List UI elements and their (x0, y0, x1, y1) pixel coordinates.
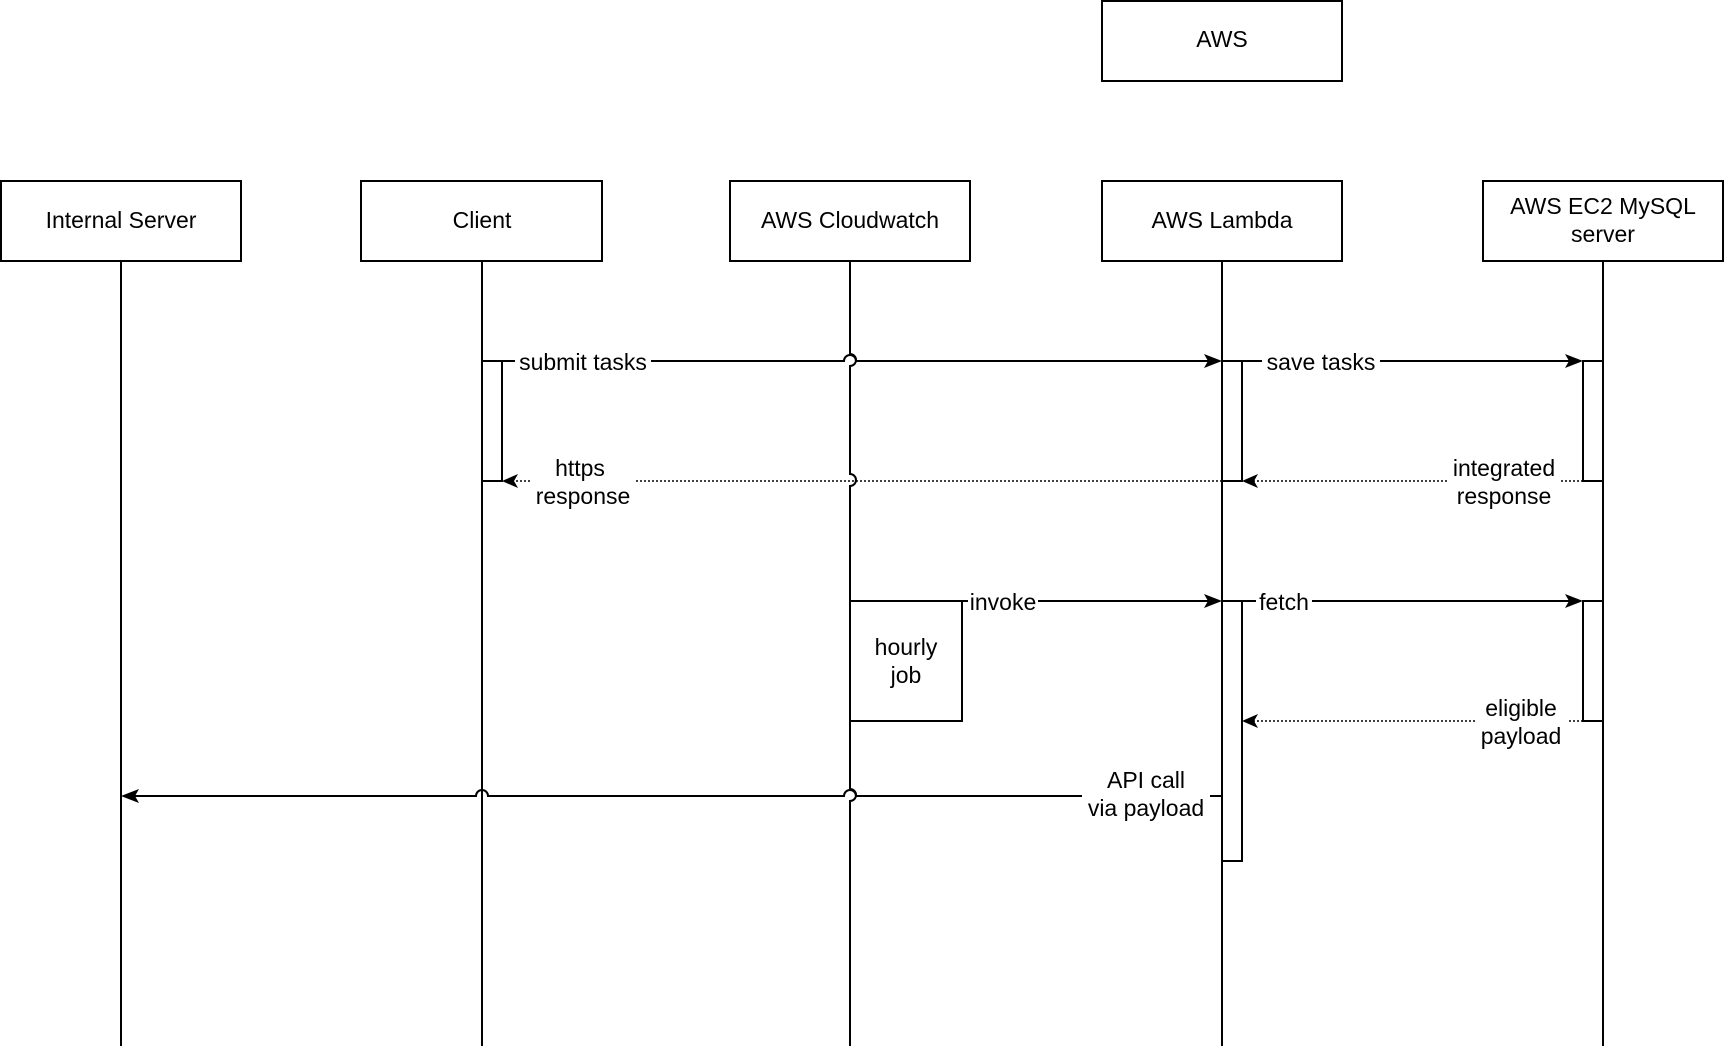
participant-internal-server[interactable]: Internal Server (0, 180, 242, 262)
message-fetch-label: fetch (1259, 589, 1309, 615)
label-bg-fetch (1256, 590, 1312, 616)
message-api-call-line1: API call (1107, 767, 1185, 793)
label-bg-save-tasks (1262, 350, 1380, 376)
label-bg-submit-tasks (515, 350, 651, 376)
participant-aws-lambda-label: AWS Lambda (1151, 207, 1292, 233)
message-integrated-response-line1: integrated (1453, 455, 1555, 481)
message-save-tasks[interactable]: save tasks (1222, 349, 1583, 376)
arrowhead-fetch (1565, 594, 1583, 608)
arrowhead-invoke (1204, 594, 1222, 608)
message-eligible-payload[interactable]: eligible payload (1242, 695, 1603, 749)
message-eligible-payload-line2: payload (1481, 723, 1562, 749)
label-bg-https-response (532, 456, 636, 506)
label-bg-invoke (968, 590, 1038, 616)
group-box-aws-label: AWS (1196, 26, 1248, 52)
participant-aws-ec2-mysql[interactable]: AWS EC2 MySQL server (1482, 180, 1724, 262)
message-eligible-payload-line1: eligible (1485, 695, 1557, 721)
participant-internal-server-label: Internal Server (46, 207, 197, 233)
message-submit-tasks-label: submit tasks (519, 349, 647, 375)
message-integrated-response-line2: response (1457, 483, 1552, 509)
message-api-call-line2: via payload (1088, 795, 1204, 821)
note-hourly-job[interactable]: hourly job (850, 600, 963, 722)
participant-aws-ec2-mysql-label-line1: AWS EC2 MySQL (1510, 193, 1696, 219)
label-bg-api-call (1082, 770, 1210, 822)
group-box-aws[interactable]: AWS (1101, 0, 1343, 82)
participant-client[interactable]: Client (360, 180, 603, 262)
arrowhead-save-tasks (1565, 354, 1583, 368)
participant-aws-cloudwatch[interactable]: AWS Cloudwatch (729, 180, 971, 262)
activation-lambda-1 (1221, 360, 1243, 482)
message-fetch[interactable]: fetch (1222, 589, 1583, 616)
label-bg-eligible-payload (1476, 696, 1568, 746)
message-https-response-line1: https (555, 455, 605, 481)
message-invoke-label: invoke (970, 589, 1036, 615)
participant-aws-ec2-mysql-label-line2: server (1571, 221, 1635, 247)
message-https-response-line2: response (536, 483, 631, 509)
participant-aws-lambda[interactable]: AWS Lambda (1101, 180, 1343, 262)
message-submit-tasks[interactable]: submit tasks (482, 349, 1222, 376)
activation-lambda-2 (1221, 600, 1243, 862)
label-bg-integrated-response (1447, 456, 1561, 506)
participant-aws-cloudwatch-label: AWS Cloudwatch (761, 207, 939, 233)
activation-client (481, 360, 503, 482)
arrowhead-https-response (502, 474, 518, 488)
message-save-tasks-label: save tasks (1267, 349, 1376, 375)
note-hourly-job-line1: hourly (875, 634, 938, 660)
message-invoke[interactable]: invoke (850, 589, 1222, 616)
lifeline-aws-cloudwatch (849, 261, 857, 1046)
message-https-response[interactable]: https response (502, 455, 1222, 509)
message-integrated-response[interactable]: integrated response (1242, 455, 1603, 509)
arrowhead-api-call (121, 789, 139, 803)
arrowhead-integrated-response (1242, 474, 1258, 488)
arrowhead-submit-tasks (1204, 354, 1222, 368)
participant-client-label: Client (453, 207, 512, 233)
note-hourly-job-line2: job (890, 662, 922, 688)
activation-ec2-2 (1582, 600, 1604, 722)
message-api-call[interactable]: API call via payload (121, 767, 1222, 822)
arrowhead-eligible-payload (1242, 714, 1258, 728)
activation-ec2-1 (1582, 360, 1604, 482)
